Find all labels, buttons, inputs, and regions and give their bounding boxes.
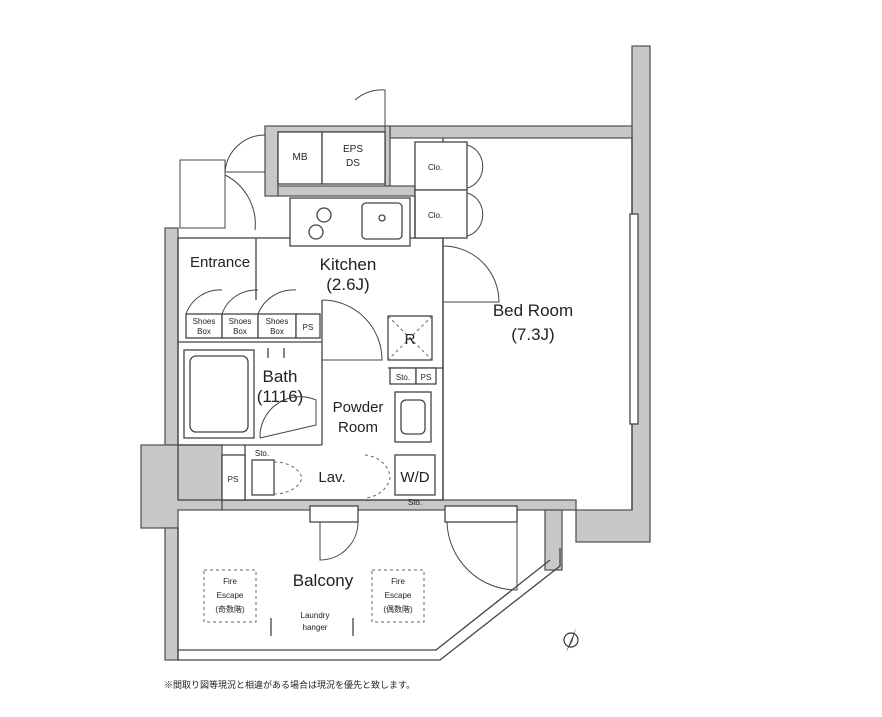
- top-wall: [389, 125, 633, 139]
- wd-storage-label: Sto.: [408, 498, 422, 507]
- entrance-label: Entrance: [190, 254, 250, 271]
- balcony-label: Balcony: [293, 571, 354, 590]
- north-arrow-icon: [563, 628, 579, 652]
- right-wall: [575, 45, 651, 543]
- shoes-box-1-top: Shoes: [193, 317, 216, 326]
- ps-box-3: [221, 454, 246, 501]
- shoes-box-2: [221, 313, 259, 339]
- shoes-box-doors: [185, 289, 297, 315]
- laundry-line2: hanger: [303, 623, 328, 632]
- fire-escape-left-line1: Fire: [223, 577, 237, 586]
- powder-room-line2: Room: [338, 419, 378, 436]
- washer-dryer: [394, 454, 436, 496]
- closet-1: [414, 141, 468, 191]
- ps-box-1: [295, 313, 321, 339]
- bath-door: [259, 396, 317, 439]
- faucet-icon: [378, 214, 386, 222]
- shoes-box-3-top: Shoes: [266, 317, 289, 326]
- bathtub: [183, 349, 255, 439]
- lav-label: Lav.: [318, 469, 345, 486]
- refrigerator-label: R: [405, 331, 416, 348]
- burner-1-icon: [316, 207, 332, 223]
- ds-label: DS: [346, 158, 360, 169]
- entry-door-frame: [179, 159, 226, 229]
- storage-label: Sto.: [396, 373, 410, 382]
- bedroom-door-swing: [442, 245, 500, 303]
- mb-label: MB: [293, 152, 308, 163]
- bedroom-size: (7.3J): [511, 325, 554, 344]
- kitchen-counter: [289, 197, 411, 247]
- toilet-tank: [251, 459, 275, 496]
- ps-label-2: PS: [421, 373, 432, 382]
- fire-escape-right-line1: Fire: [391, 577, 405, 586]
- balcony-door-left-swing: [319, 521, 359, 561]
- entry-door-swing: [224, 174, 256, 231]
- fire-escape-right-floor: (偶数階): [383, 604, 413, 614]
- shoes-box-2-bottom: Box: [233, 327, 247, 336]
- toilet-bowl: [273, 461, 303, 495]
- balcony-outline: [177, 528, 561, 661]
- washbasin-bowl: [400, 399, 426, 435]
- closet-doors: [466, 144, 484, 237]
- laundry-line1: Laundry: [301, 611, 330, 620]
- left-upper-wall: [164, 227, 179, 446]
- kitchen-top-wall: [277, 185, 416, 197]
- sink-icon: [361, 202, 403, 240]
- shoes-box-2-top: Shoes: [229, 317, 252, 326]
- eps-ds-box: [321, 131, 386, 185]
- fire-escape-right: [371, 569, 425, 623]
- fire-escape-left: [203, 569, 257, 623]
- closet-2: [414, 189, 468, 239]
- ps-label-1: PS: [303, 323, 314, 332]
- eps-door-swing: [354, 89, 386, 132]
- shoes-boxes: Shoes Box Shoes Box Shoes Box PS: [185, 289, 321, 339]
- lav-door-swing: [364, 454, 391, 499]
- left-lower-wall: [140, 444, 223, 529]
- bedroom-label: Bed Room: [493, 301, 573, 320]
- mb-door-swing: [224, 134, 266, 173]
- shoes-box-1-bottom: Box: [197, 327, 211, 336]
- fire-escape-right-line2: Escape: [385, 591, 412, 600]
- shoes-box-3: [257, 313, 297, 339]
- balcony-door-right-swing: [446, 521, 518, 591]
- washer-dryer-label: W/D: [400, 469, 429, 486]
- refrigerator-cross: [387, 315, 433, 361]
- balcony-window-left: [309, 505, 359, 523]
- shoes-box-3-bottom: Box: [270, 327, 284, 336]
- ps-box-2: [415, 367, 437, 385]
- powder-door-swing: [321, 299, 383, 361]
- window: [629, 213, 639, 425]
- closet-1-label: Clo.: [428, 163, 442, 172]
- balcony-left-wall: [164, 527, 179, 661]
- lav-storage-label: Sto.: [255, 449, 269, 458]
- bath-label: Bath: [263, 367, 298, 386]
- powder-room-line1: Powder: [333, 399, 384, 416]
- kitchen-size: (2.6J): [326, 275, 369, 294]
- bathtub-inner: [189, 355, 249, 433]
- kitchen-label: Kitchen: [320, 255, 377, 274]
- shoes-box-1: [185, 313, 223, 339]
- balcony-window-right: [444, 505, 518, 523]
- balcony-right-wall: [544, 509, 563, 571]
- fire-escape-left-line2: Escape: [217, 591, 244, 600]
- burner-2-icon: [308, 224, 324, 240]
- interior-walls: [177, 138, 639, 510]
- closet-2-label: Clo.: [428, 211, 442, 220]
- bath-size: (1116): [257, 387, 304, 406]
- ps-label-3: PS: [228, 475, 239, 484]
- footnote: ※間取り図等現況と相違がある場合は現況を優先と致します。: [164, 679, 415, 690]
- bottom-core-wall: [221, 499, 577, 511]
- fire-escape-left-floor: (奇数階): [215, 604, 245, 614]
- eps-label: EPS: [343, 144, 363, 155]
